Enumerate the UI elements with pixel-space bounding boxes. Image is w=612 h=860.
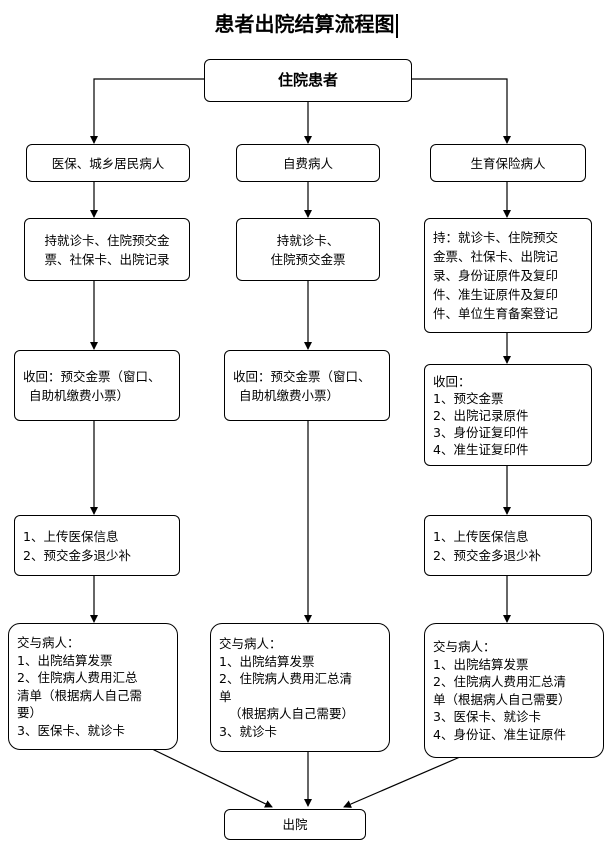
- documents-node-col3: 持：就诊卡、住院预交 金票、社保卡、出院记 录、身份证原件及复印 件、准生证原件…: [424, 218, 592, 333]
- documents-node-col2: 持就诊卡、 住院预交金票: [236, 218, 380, 281]
- documents-line: 件、准生证原件及复印: [433, 287, 559, 302]
- recover-line: 自助机缴费小票）: [239, 387, 340, 403]
- settle-node-col1: 1、上传医保信息 2、预交金多退少补: [14, 515, 180, 576]
- handover-node-col3: 交与病人： 1、出院结算发票 2、住院病人费用汇总清 单（根据病人自己需要） 3…: [424, 623, 604, 758]
- documents-line: 票、社保卡、出院记录: [44, 251, 170, 267]
- handover-line: 3、医保卡、就诊卡: [433, 709, 541, 724]
- handover-line: 2、住院病人费用汇总: [17, 670, 138, 685]
- recover-line: 1、预交金票: [433, 390, 504, 406]
- documents-line: 录、身份证原件及复印: [433, 268, 559, 283]
- handover-line: 1、出院结算发票: [219, 653, 315, 669]
- recover-line: 收回：: [433, 373, 471, 389]
- documents-line: 住院预交金票: [270, 251, 346, 267]
- category-label: 医保、城乡居民病人: [51, 155, 165, 171]
- documents-line: 金票、社保卡、出院记: [433, 249, 559, 264]
- end-label: 出院: [282, 817, 308, 832]
- handover-node-col2: 交与病人： 1、出院结算发票 2、住院病人费用汇总清 单 （根据病人自己需要） …: [210, 623, 390, 752]
- documents-line: 持就诊卡、住院预交金: [44, 232, 170, 248]
- handover-line: 3、医保卡、就诊卡: [17, 722, 125, 738]
- handover-line: 清单（根据病人自己需: [17, 687, 143, 703]
- handover-line: 交与病人：: [219, 636, 282, 651]
- category-node-insurance: 医保、城乡居民病人: [26, 144, 190, 182]
- recover-line: 自助机缴费小票）: [29, 387, 130, 403]
- arrow-start-to-col1: [90, 78, 204, 144]
- handover-line: 单: [219, 688, 232, 704]
- handover-line: 2、住院病人费用汇总清: [433, 674, 566, 689]
- recover-line: 3、身份证复印件: [433, 424, 529, 440]
- handover-line: 要）: [17, 705, 43, 720]
- handover-line: 2、住院病人费用汇总清: [219, 671, 352, 686]
- chart-title: 患者出院结算流程图: [0, 8, 612, 38]
- start-node: 住院患者: [204, 59, 412, 102]
- recover-line: 4、准生证复印件: [433, 441, 529, 457]
- documents-line: 持就诊卡、: [276, 232, 340, 248]
- handover-line: 单（根据病人自己需要）: [433, 691, 571, 707]
- arrow-start-to-col3: [412, 78, 511, 144]
- recover-node-col3: 收回： 1、预交金票 2、出院记录原件 3、身份证复印件 4、准生证复印件: [424, 364, 592, 466]
- handover-line: 4、身份证、准生证原件: [433, 726, 566, 742]
- settle-line: 1、上传医保信息: [433, 528, 529, 544]
- handover-line: 3、就诊卡: [219, 723, 277, 739]
- recover-line: 2、出院记录原件: [433, 407, 529, 423]
- arrow-col3-to-end: [343, 756, 461, 808]
- start-label: 住院患者: [277, 71, 338, 89]
- recover-node-col1: 收回：预交金票（窗口、 自助机缴费小票）: [14, 350, 180, 421]
- arrow-col1-to-end: [149, 747, 273, 808]
- category-node-maternity: 生育保险病人: [430, 144, 586, 182]
- handover-line: 交与病人：: [17, 635, 80, 650]
- category-label: 自费病人: [282, 155, 333, 171]
- recover-line: 收回：预交金票（窗口、: [23, 368, 161, 384]
- handover-line: （根据病人自己需要）: [229, 706, 355, 721]
- handover-line: 1、出院结算发票: [17, 652, 113, 668]
- settle-line: 2、预交金多退少补: [433, 547, 541, 563]
- documents-node-col1: 持就诊卡、住院预交金 票、社保卡、出院记录: [24, 218, 190, 281]
- handover-node-col1: 交与病人： 1、出院结算发票 2、住院病人费用汇总 清单（根据病人自己需 要） …: [8, 623, 178, 750]
- documents-line: 件、单位生育备案登记: [433, 306, 559, 321]
- handover-line: 交与病人：: [433, 639, 496, 654]
- title-text: 患者出院结算流程图: [214, 12, 395, 36]
- end-node: 出院: [224, 809, 366, 840]
- settle-node-col3: 1、上传医保信息 2、预交金多退少补: [424, 515, 592, 576]
- category-node-self-pay: 自费病人: [236, 144, 380, 182]
- settle-line: 2、预交金多退少补: [23, 547, 131, 563]
- text-cursor: [395, 13, 398, 38]
- settle-line: 1、上传医保信息: [23, 528, 119, 544]
- recover-line: 收回：预交金票（窗口、: [233, 368, 371, 384]
- documents-line: 持：就诊卡、住院预交: [433, 230, 559, 245]
- handover-line: 1、出院结算发票: [433, 656, 529, 672]
- recover-node-col2: 收回：预交金票（窗口、 自助机缴费小票）: [224, 350, 390, 421]
- category-label: 生育保险病人: [470, 155, 546, 171]
